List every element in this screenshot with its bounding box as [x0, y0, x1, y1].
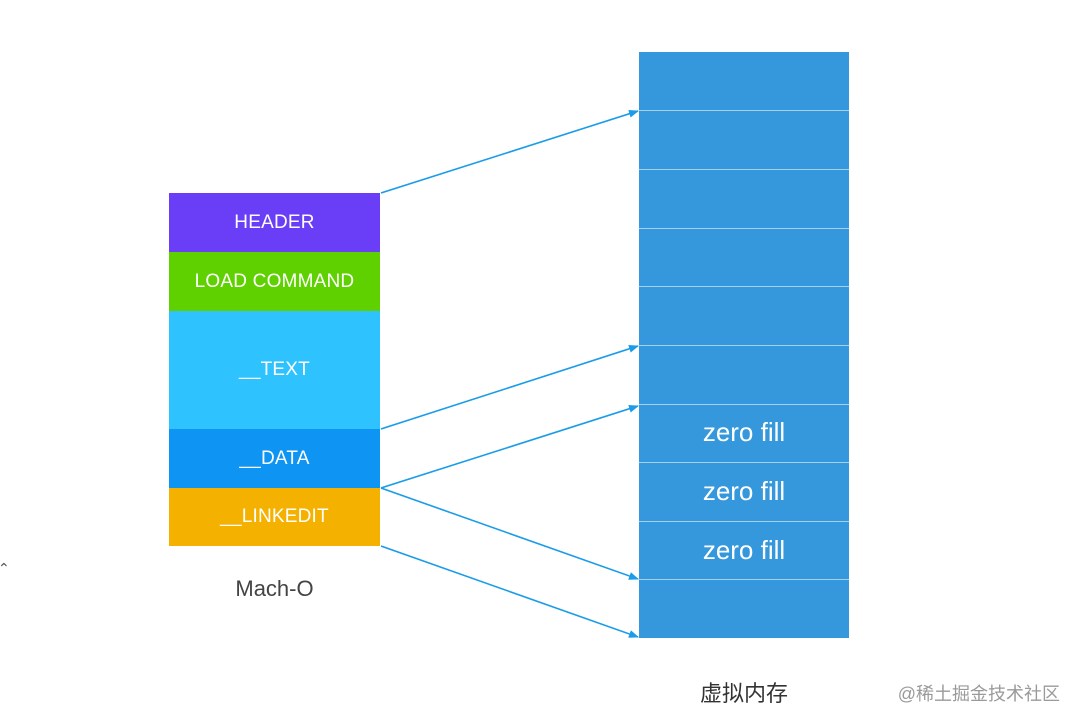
- segment-text: __TEXT: [169, 311, 380, 429]
- vm-row: [639, 111, 849, 170]
- vm-divider: [639, 228, 849, 229]
- vm-row: [639, 228, 849, 287]
- arrow-data-end-to-vm: [380, 404, 639, 489]
- segment-header: HEADER: [169, 193, 380, 252]
- segment-load-command: LOAD COMMAND: [169, 252, 380, 311]
- watermark: @稀土掘金技术社区: [897, 684, 1060, 704]
- vm-row: [639, 345, 849, 404]
- arrow-linkedit-to-vm: [380, 487, 639, 580]
- vm-row-zero-fill: zero fill: [702, 417, 786, 448]
- vm-divider: [639, 286, 849, 287]
- arrow-linkedit-end-to-vm: [380, 545, 639, 638]
- vm-divider: [639, 462, 849, 463]
- vm-divider: [639, 404, 849, 405]
- vm-divider: [639, 579, 849, 580]
- vm-row: [639, 169, 849, 228]
- vm-row: [639, 52, 849, 111]
- vm-divider: [639, 110, 849, 111]
- vm-row-zero-fill: zero fill: [702, 534, 786, 565]
- segment-linkedit: __LINKEDIT: [169, 488, 380, 546]
- edge-caret-icon: ⌃: [0, 560, 10, 576]
- vm-row: [639, 286, 849, 345]
- vm-row: [639, 579, 849, 638]
- segment-data: __DATA: [169, 429, 380, 488]
- arrow-header-to-vm: [380, 109, 639, 194]
- vm-divider: [639, 345, 849, 346]
- arrow-data-to-vm: [380, 344, 639, 430]
- virtual-memory-column: zero fill zero fill zero fill: [639, 52, 849, 638]
- vm-divider: [639, 521, 849, 522]
- macho-label: Mach-O: [235, 576, 314, 601]
- virtual-memory-label: 虚拟内存: [699, 681, 788, 706]
- vm-row-zero-fill: zero fill: [702, 475, 786, 506]
- vm-divider: [639, 169, 849, 170]
